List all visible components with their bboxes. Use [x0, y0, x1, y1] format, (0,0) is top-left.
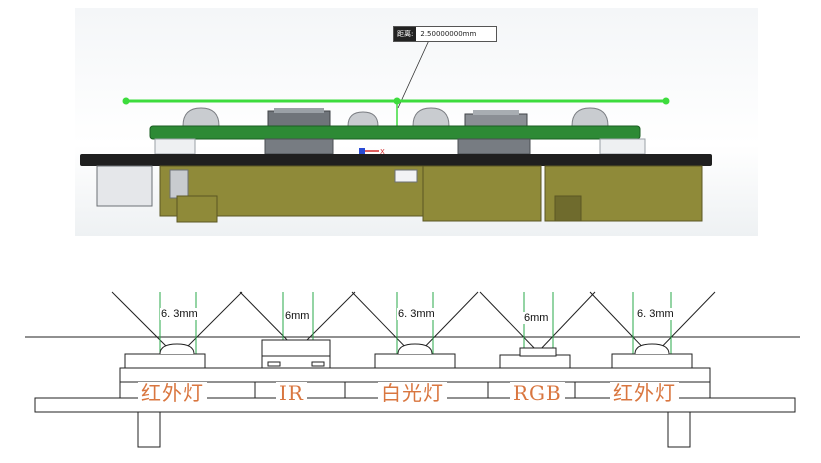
measurement-value: 2.50000000mm: [420, 30, 477, 38]
dimension-label-2: 6mm: [284, 310, 311, 322]
rgb-led: [464, 113, 528, 128]
measure-point-left: [122, 97, 130, 105]
cad-side-view: X 距离: 2.50000000mm: [75, 8, 758, 236]
led-layout-schematic: [0, 260, 821, 463]
middle-connector: [422, 165, 542, 222]
axis-x-label: X: [380, 148, 385, 156]
dimension-label-3: 6. 3mm: [397, 308, 436, 320]
callout-leader-line: [397, 37, 431, 109]
left-connector: [96, 165, 153, 207]
ir-led-left: [182, 107, 220, 127]
components: [124, 339, 693, 369]
measure-point-right: [662, 97, 670, 105]
ir-led-right: [571, 107, 609, 127]
white-led: [412, 107, 450, 127]
schematic-drawing: [25, 291, 800, 448]
ir-sensor: [267, 110, 331, 128]
small-led: [347, 111, 379, 127]
cad-board-drawing: X: [80, 37, 712, 223]
fov-verticals: [159, 292, 672, 355]
dimension-label-1: 6. 3mm: [160, 308, 199, 320]
schematic-led-pcb: [119, 367, 711, 383]
part-label-rgb: RGB: [510, 382, 565, 404]
base-board: [80, 154, 712, 166]
dimension-label-5: 6. 3mm: [636, 308, 675, 320]
right-post: [667, 411, 691, 448]
led-pcb: [149, 125, 641, 140]
part-label-ir-lamp-left: 红外灯: [138, 382, 207, 404]
measurement-callout: 距离: 2.50000000mm: [393, 26, 498, 42]
part-label-ir: IR: [276, 382, 307, 404]
part-label-white-lamp: 白光灯: [378, 382, 447, 404]
left-post: [137, 411, 161, 448]
part-label-ir-lamp-right: 红外灯: [610, 382, 679, 404]
dimension-label-4: 6mm: [523, 312, 550, 324]
measurement-tag: 距离:: [394, 27, 417, 41]
